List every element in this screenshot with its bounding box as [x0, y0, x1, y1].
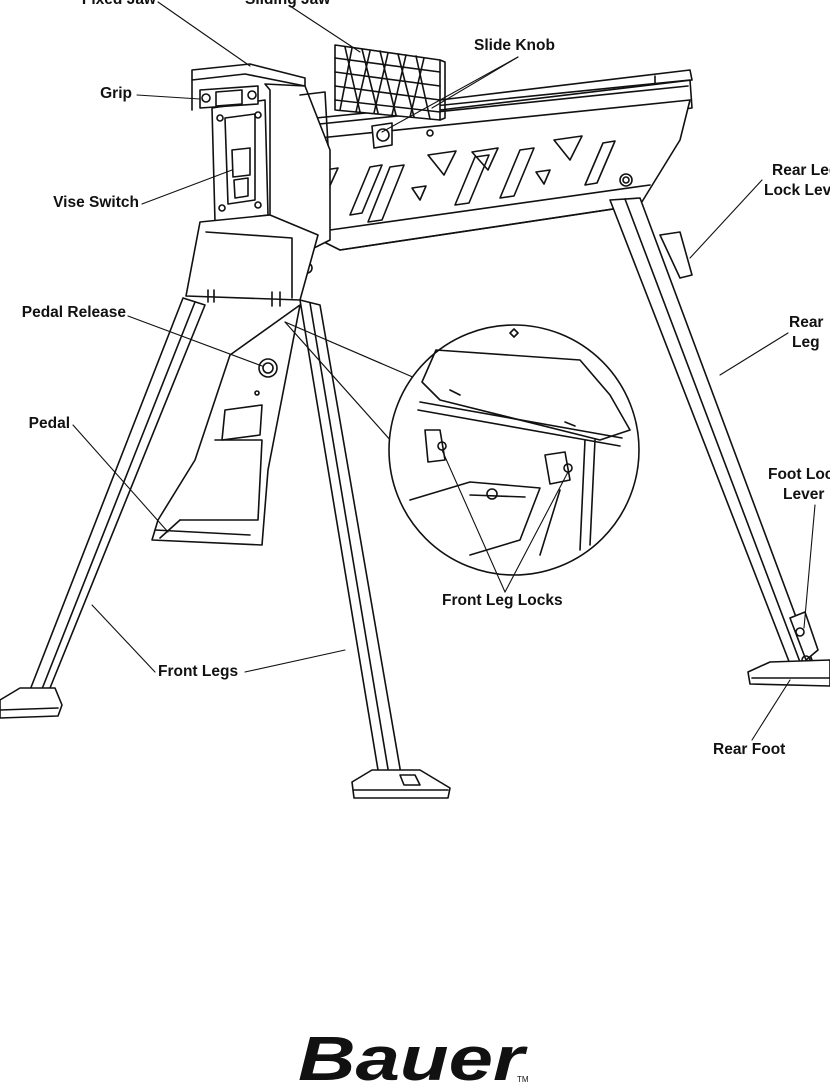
- rear-leg-part: [609, 197, 830, 687]
- leader-slide-knob: [381, 56, 519, 133]
- label-rear-leg: Rear Leg: [786, 313, 830, 353]
- leader-pedal: [72, 424, 169, 533]
- leader-front-legs-b: [244, 649, 346, 673]
- label-foot-lock-lever-line1: Foot Lock: [768, 466, 830, 483]
- leader-front-leg-lock-b: [504, 471, 569, 593]
- leader-rear-leg-lock: [689, 179, 763, 259]
- slide-knob-part: [371, 122, 393, 149]
- label-fixed-jaw: Fixed Jaw: [60, 0, 156, 10]
- leader-fixed-jaw: [157, 1, 251, 67]
- pedal-housing: [185, 214, 319, 307]
- main-beam: [299, 99, 691, 274]
- sliding-jaw-part: [334, 44, 446, 121]
- label-rear-leg-lock-lever-line1: Rear Leg: [772, 162, 830, 179]
- fixed-jaw-block: [191, 63, 331, 261]
- leader-front-legs-a: [91, 604, 156, 673]
- label-rear-foot: Rear Foot: [713, 741, 786, 758]
- label-rear-leg-line2: Leg: [792, 334, 820, 351]
- bauer-trademark: TM: [517, 1075, 529, 1084]
- label-front-legs: Front Legs: [158, 663, 239, 680]
- leader-grip: [136, 94, 201, 100]
- leader-lines: [72, 1, 816, 741]
- label-pedal: Pedal: [28, 415, 70, 432]
- label-pedal-release: Pedal Release: [21, 304, 126, 321]
- label-rear-leg-line1: Rear: [789, 314, 824, 331]
- detail-inset: [284, 321, 640, 576]
- label-foot-lock-lever-line2: Lever: [783, 486, 825, 503]
- front-legs-part: [0, 297, 451, 799]
- leader-sliding-jaw: [289, 5, 361, 53]
- leader-slide-knob-2: [431, 56, 519, 109]
- label-rear-leg-lock-lever-line2: Lock Lever: [764, 182, 830, 199]
- label-grip: Grip: [100, 85, 132, 102]
- label-rear-leg-lock-lever: Rear Leg Lock Lever: [762, 161, 830, 201]
- label-sliding-jaw: Sliding Jaw: [245, 0, 330, 10]
- leader-rear-foot: [751, 679, 791, 741]
- label-vise-switch: Vise Switch: [53, 194, 139, 211]
- bauer-logo-text: Bauer: [298, 1028, 528, 1086]
- leader-front-leg-lock-a: [441, 449, 506, 593]
- leader-rear-leg: [719, 332, 789, 376]
- pedal-part: [151, 304, 301, 546]
- bauer-logo: Bauer TM: [298, 1028, 529, 1086]
- leader-pedal-release: [127, 315, 263, 367]
- label-front-leg-locks: Front Leg Locks: [442, 592, 563, 609]
- label-slide-knob: Slide Knob: [474, 37, 555, 54]
- grip-part: [199, 85, 259, 109]
- leader-vise-switch: [141, 169, 233, 205]
- label-foot-lock-lever: Foot Lock Lever: [766, 465, 830, 505]
- leader-foot-lock: [803, 504, 816, 629]
